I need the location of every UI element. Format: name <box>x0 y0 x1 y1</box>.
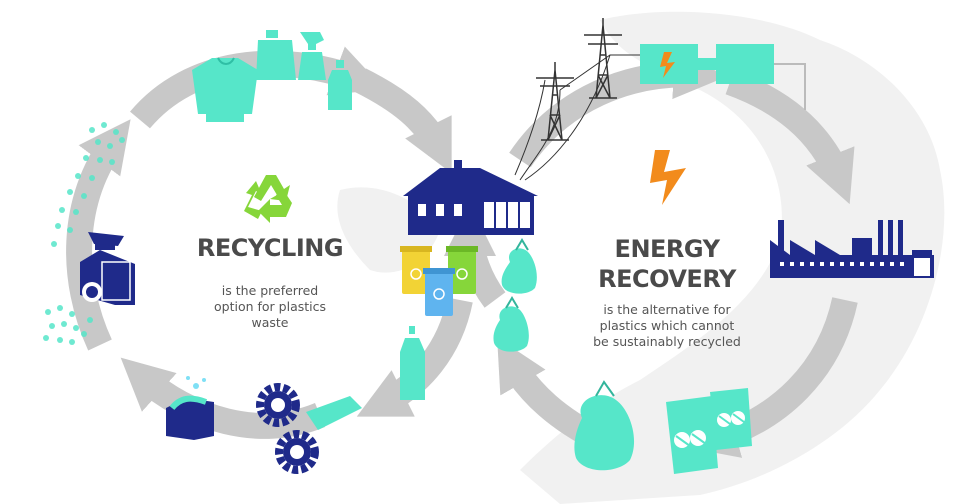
plastic-bag-icon <box>710 388 752 450</box>
recycling-description-line: is the preferred <box>221 283 319 298</box>
energy-recovery-heading-line: RECOVERY <box>598 265 736 293</box>
lightning-bolt-icon <box>650 150 686 205</box>
pylon-icon <box>584 18 622 99</box>
energy-recovery-description-line: be sustainably recycled <box>593 334 741 349</box>
energy-recovery-description-line: is the alternative for <box>603 302 731 317</box>
gear-icon <box>275 430 319 474</box>
factory-icon <box>770 220 934 278</box>
plastic-film-icon <box>306 396 362 430</box>
recycling-description: is the preferred option for plastics was… <box>190 283 350 331</box>
waste-bins-icon <box>400 246 478 316</box>
shredder-machine-icon <box>80 232 135 305</box>
pylon-icon <box>536 62 574 141</box>
spray-bottle-icon <box>298 32 326 80</box>
power-station-icon <box>640 44 806 110</box>
garbage-bag-icon <box>493 296 529 352</box>
energy-recovery-heading-line: ENERGY <box>614 235 720 263</box>
garbage-bag-icon <box>501 238 537 294</box>
energy-recovery-heading: ENERGY RECOVERY <box>587 234 747 294</box>
recycling-description-line: option for plastics <box>214 299 326 314</box>
recycling-heading: RECYCLING <box>196 234 344 262</box>
energy-recovery-description: is the alternative for plastics which ca… <box>577 302 757 350</box>
washing-tank-icon <box>166 376 214 440</box>
house-icon <box>403 160 538 235</box>
energy-recovery-description-line: plastics which cannot <box>599 318 735 333</box>
recycling-description-line: waste <box>251 315 289 330</box>
granules-icon <box>43 122 125 345</box>
bottle-icon <box>400 326 425 400</box>
sweater-icon <box>192 57 258 122</box>
gear-icon <box>256 383 300 427</box>
detergent-bottle-icon <box>256 30 296 80</box>
garbage-bag-icon <box>574 380 635 471</box>
bottle-icon <box>328 60 352 110</box>
plastic-bag-icon <box>666 396 718 474</box>
recycle-symbol-icon <box>244 175 292 223</box>
